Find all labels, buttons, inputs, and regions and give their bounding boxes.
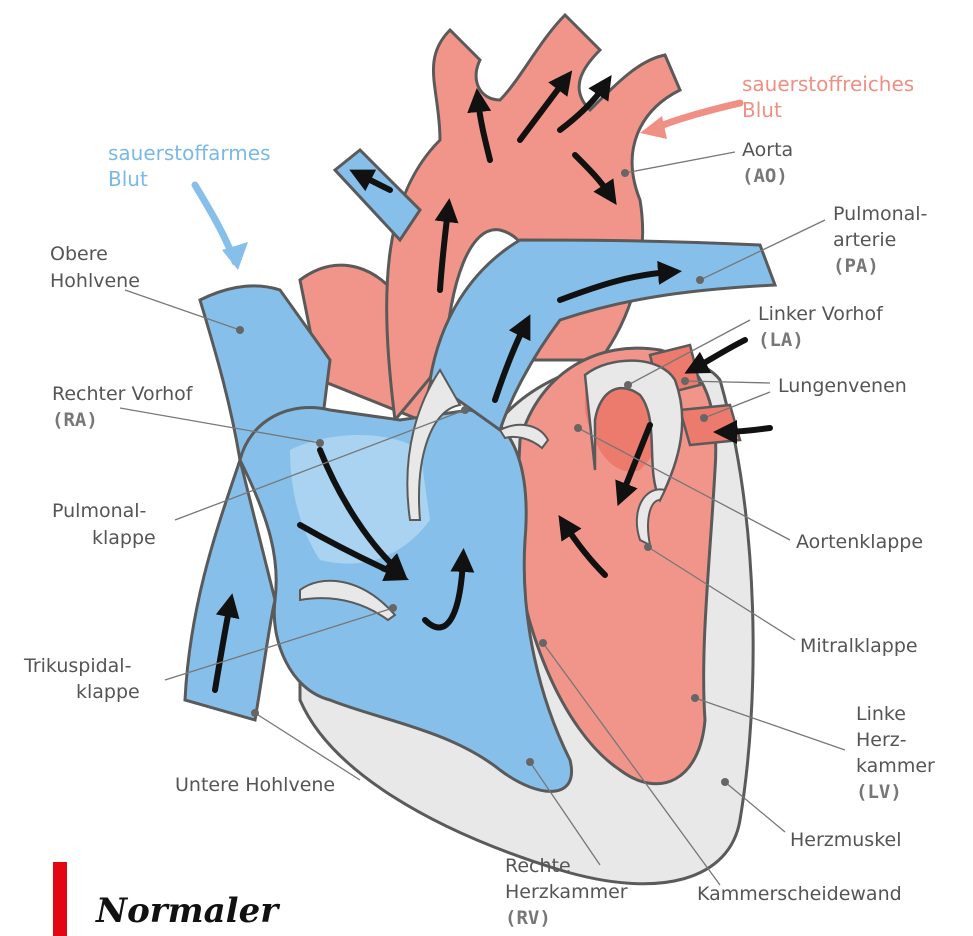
label-aorta-abbr: (AO)	[742, 165, 788, 187]
label-left-ventricle-line1: Linke	[856, 703, 906, 725]
label-aortic-valve: Aortenklappe	[796, 531, 923, 553]
label-tricuspid-valve: Trikuspidal- klappe	[23, 655, 140, 703]
label-right-ventricle-line1: Rechte	[505, 855, 571, 877]
label-pulmonary-artery-line2: arterie	[833, 229, 896, 251]
label-pulmonary-artery: Pulmonal- arterie (PA)	[833, 203, 927, 277]
oxygenated-hint-arrow	[655, 103, 740, 128]
flow-label-oxygenated: sauerstoffreiches Blut	[742, 72, 914, 122]
flow-arrow-pv1	[695, 340, 745, 368]
label-mitral-valve: Mitralklappe	[800, 635, 918, 657]
label-pulmonary-valve-line2: klappe	[92, 527, 156, 549]
label-left-atrium-name: Linker Vorhof	[758, 303, 884, 325]
page-title: Normaler	[95, 891, 280, 931]
label-left-ventricle-line3: kammer	[856, 755, 935, 777]
label-pulmonary-artery-abbr: (PA)	[833, 255, 879, 277]
label-heart-muscle: Herzmuskel	[790, 829, 902, 851]
flow-label-deoxygenated-line1: sauerstoffarmes	[108, 141, 271, 165]
label-pulmonary-valve-line1: Pulmonal-	[52, 500, 146, 522]
label-left-atrium-abbr: (LA)	[758, 329, 804, 351]
label-superior-vena-cava-line1: Obere	[50, 243, 108, 265]
heart-illustration	[185, 15, 775, 884]
label-inferior-vena-cava: Untere Hohlvene	[175, 774, 335, 796]
label-tricuspid-valve-line2: klappe	[76, 681, 140, 703]
label-right-atrium-name: Rechter Vorhof	[52, 383, 194, 405]
label-left-atrium: Linker Vorhof (LA)	[758, 303, 884, 351]
flow-label-deoxygenated-line2: Blut	[108, 167, 148, 191]
label-septum: Kammerscheidewand	[697, 883, 902, 905]
label-right-atrium-abbr: (RA)	[52, 409, 98, 431]
label-pulmonary-veins: Lungenvenen	[778, 375, 907, 397]
flow-label-oxygenated-line2: Blut	[742, 98, 782, 122]
label-left-ventricle: Linke Herz- kammer (LV)	[856, 703, 935, 803]
flow-label-deoxygenated: sauerstoffarmes Blut	[108, 141, 271, 191]
label-left-ventricle-line2: Herz-	[856, 729, 907, 751]
label-pulmonary-valve: Pulmonal- klappe	[52, 500, 156, 549]
label-aorta: Aorta (AO)	[742, 139, 793, 187]
label-right-ventricle-abbr: (RV)	[505, 907, 551, 929]
label-pulmonary-artery-line1: Pulmonal-	[833, 203, 927, 225]
flow-label-oxygenated-line1: sauerstoffreiches	[742, 72, 914, 96]
label-aorta-name: Aorta	[742, 139, 793, 161]
label-superior-vena-cava-line2: Hohlvene	[50, 270, 140, 292]
label-left-ventricle-abbr: (LV)	[856, 781, 902, 803]
title-accent-bar	[53, 862, 67, 936]
label-right-atrium: Rechter Vorhof (RA)	[52, 383, 194, 431]
pulmonary-vein-lower	[680, 405, 740, 445]
label-superior-vena-cava: Obere Hohlvene	[50, 243, 140, 292]
label-tricuspid-valve-line1: Trikuspidal-	[23, 655, 131, 677]
label-right-ventricle-line2: Herzkammer	[505, 881, 628, 903]
